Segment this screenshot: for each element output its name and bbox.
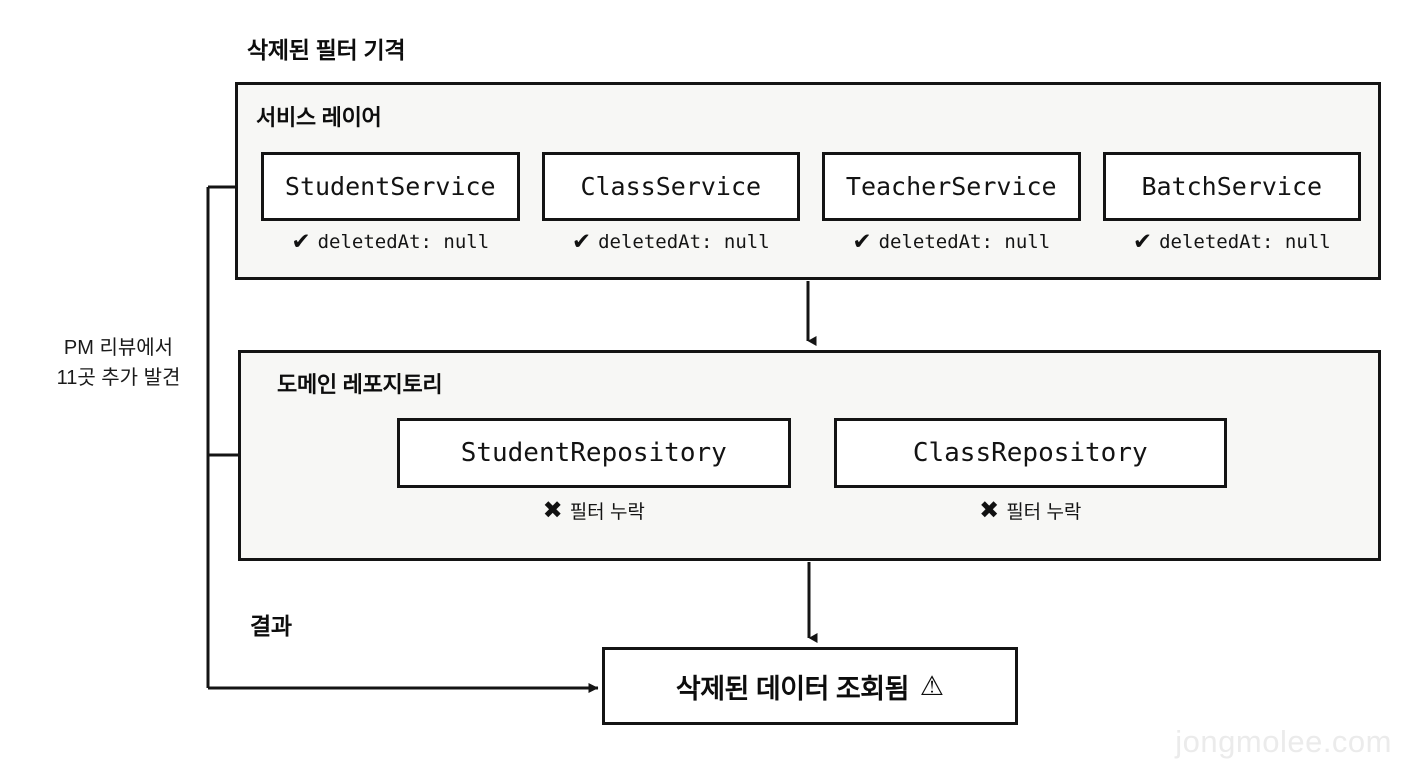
- service-node-caption: ✔ deletedAt: null: [572, 230, 770, 253]
- service-layer-heading: 서비스 레이어: [256, 105, 382, 130]
- repository-node-box[interactable]: ClassRepository: [833, 418, 1227, 488]
- repository-layer-panel: 도메인 레포지토리 StudentRepository ✖ 필터 누락 Clas…: [238, 350, 1381, 561]
- check-icon: ✔: [291, 228, 311, 254]
- service-node-box[interactable]: ClassService: [541, 152, 800, 221]
- service-node-row: StudentService ✔ deletedAt: null ClassSe…: [261, 152, 1361, 253]
- side-note-line-1: PM 리뷰에서: [63, 337, 174, 359]
- cross-icon: ✖: [542, 496, 563, 524]
- service-node-caption: ✔ deletedAt: null: [291, 230, 489, 253]
- side-note: PM 리뷰에서 11곳 추가 발견: [36, 333, 201, 393]
- side-note-line-2: 11곳 추가 발견: [56, 367, 181, 389]
- repository-node-caption-text: 필터 누락: [569, 502, 645, 523]
- diagram-title: 삭제된 필터 기격: [247, 37, 406, 63]
- cross-icon: ✖: [979, 496, 1000, 524]
- result-label: 삭제된 데이터 조회됨: [675, 673, 910, 704]
- repository-node-studentrepository[interactable]: StudentRepository ✖ 필터 누락: [397, 418, 791, 524]
- check-icon: ✔: [1132, 228, 1153, 254]
- repository-node-row: StudentRepository ✖ 필터 누락 ClassRepositor…: [397, 418, 1227, 524]
- check-icon: ✔: [571, 228, 592, 254]
- service-node-caption-text: deletedAt: null: [598, 230, 770, 253]
- repository-node-caption: ✖ 필터 누락: [543, 497, 645, 524]
- service-node-caption-text: deletedAt: null: [317, 230, 490, 253]
- repository-node-caption: ✖ 필터 누락: [979, 497, 1081, 524]
- repository-node-box[interactable]: StudentRepository: [397, 418, 791, 488]
- service-node-box[interactable]: BatchService: [1102, 152, 1361, 221]
- warning-icon: ⚠: [919, 670, 945, 701]
- service-node-caption: ✔ deletedAt: null: [852, 230, 1050, 253]
- service-node-box[interactable]: StudentService: [261, 152, 520, 221]
- repository-layer-heading: 도메인 레포지토리: [277, 372, 443, 397]
- watermark: jongmolee.com: [1175, 724, 1392, 759]
- service-node-caption-text: deletedAt: null: [1159, 230, 1331, 253]
- service-node-studentservice[interactable]: StudentService ✔ deletedAt: null: [261, 152, 520, 253]
- result-box[interactable]: 삭제된 데이터 조회됨 ⚠: [602, 647, 1018, 725]
- service-node-box[interactable]: TeacherService: [822, 152, 1081, 221]
- service-node-caption-text: deletedAt: null: [878, 230, 1051, 253]
- repository-node-classrepository[interactable]: ClassRepository ✖ 필터 누락: [833, 418, 1227, 524]
- service-node-caption: ✔ deletedAt: null: [1133, 230, 1331, 253]
- service-layer-panel: 서비스 레이어 StudentService ✔ deletedAt: null…: [235, 82, 1381, 280]
- result-section-label: 결과: [250, 613, 292, 639]
- check-icon: ✔: [852, 228, 872, 254]
- service-node-classservice[interactable]: ClassService ✔ deletedAt: null: [541, 152, 800, 253]
- repository-node-caption-text: 필터 누락: [1006, 502, 1082, 523]
- service-node-teacherservice[interactable]: TeacherService ✔ deletedAt: null: [822, 152, 1081, 253]
- service-node-batchservice[interactable]: BatchService ✔ deletedAt: null: [1102, 152, 1361, 253]
